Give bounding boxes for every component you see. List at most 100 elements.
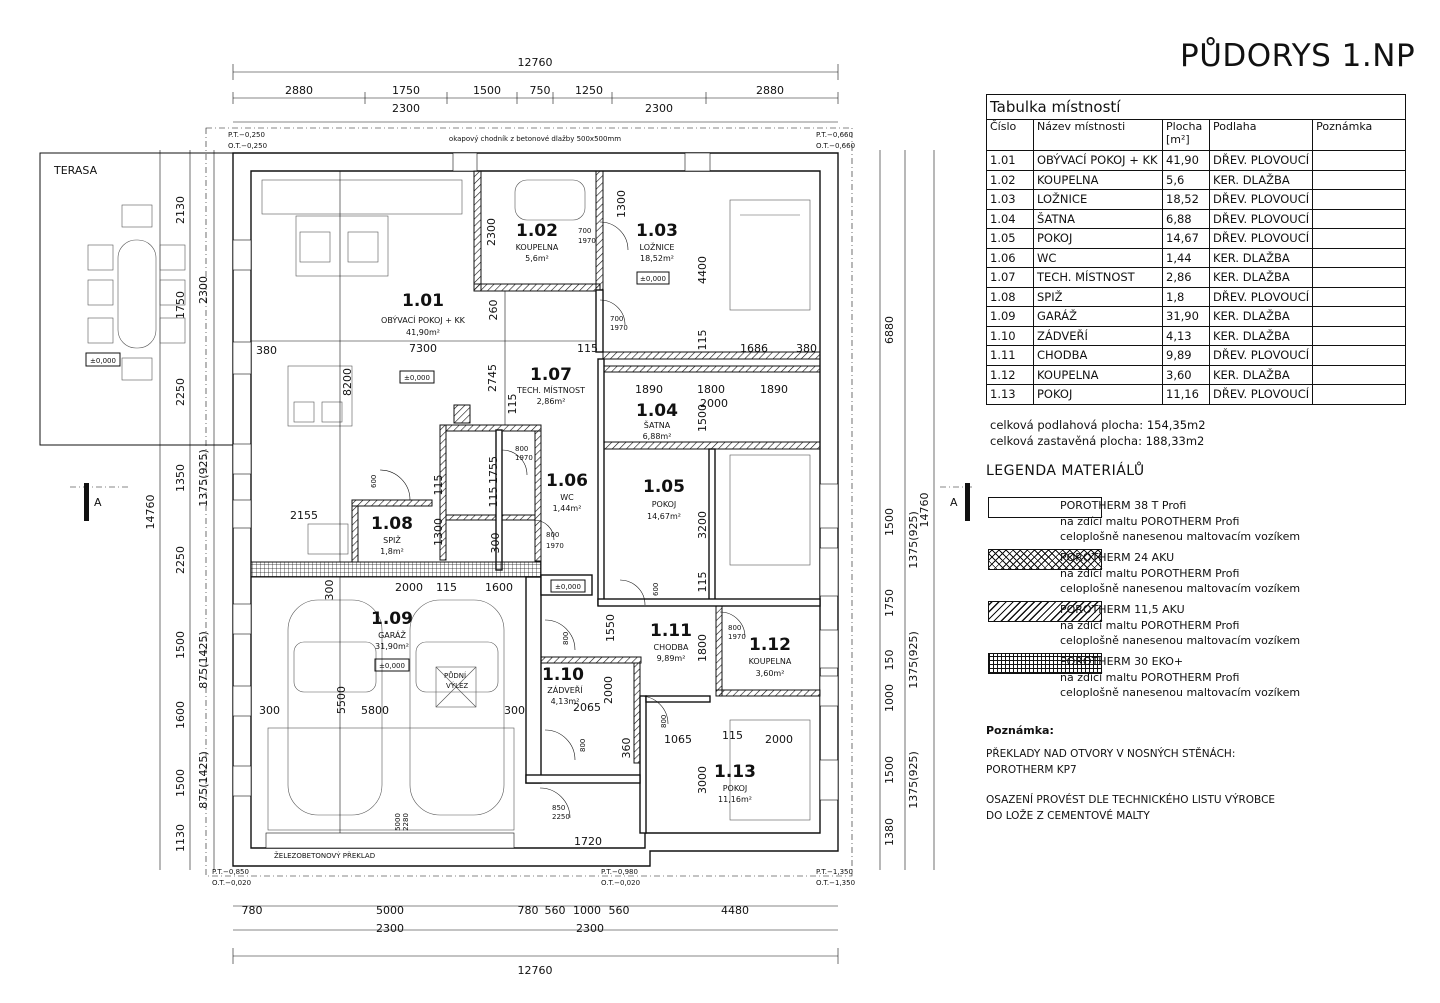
cell-floor: DŘEV. PLOVOUCÍ [1208,208,1314,229]
dim-right: 1500 [883,756,896,784]
svg-text:1550: 1550 [604,614,617,642]
notes-line: POROTHERM KP7 [986,764,1077,776]
legend-swatch-porotherm-38 [988,497,1102,518]
notes-heading: Poznámka: [986,724,1054,737]
room-number: 1.03 [636,221,678,241]
svg-text:1300: 1300 [615,190,628,218]
svg-text:115: 115 [436,581,457,594]
room-area: 6,88m² [643,432,672,441]
room-name: OBÝVACÍ POKOJ + KK [381,314,466,325]
cell-num: 1.09 [986,306,1034,327]
cell-name: KOUPELNA [1033,364,1163,385]
legend-swatch-porotherm-24 [988,549,1102,570]
svg-text:2745: 2745 [486,364,499,392]
cell-area: 5,6 [1162,169,1210,190]
room-area: 31,90m² [375,642,409,651]
room-area: 14,67m² [647,512,681,521]
svg-text:1970: 1970 [610,324,628,332]
room-name: SPIŽ [383,534,401,545]
room-area: 9,89m² [657,654,686,663]
room-name: WC [560,493,574,502]
dim-left: 2250 [174,546,187,574]
svg-text:360: 360 [620,738,633,759]
cell-name: ZÁDVEŘÍ [1033,325,1163,346]
svg-text:1800: 1800 [696,634,709,662]
top-dimensions: 12760 2880 1750 1500 750 1250 2880 2300 … [232,56,839,123]
cell-num: 1.06 [986,247,1034,268]
dim-bottom: 560 [609,904,630,917]
svg-text:1890: 1890 [635,383,663,396]
dim-top: 1500 [473,84,501,97]
svg-text:700: 700 [610,315,623,323]
pavement-note: okapový chodník z betonové dlažby 500x50… [449,135,621,143]
dim-top-total: 12760 [518,56,553,69]
svg-text:1686: 1686 [740,342,768,355]
svg-text:5500: 5500 [335,686,348,714]
cell-name: ŠATNA [1033,208,1163,229]
svg-text:5800: 5800 [361,704,389,717]
header-note: Poznámka [1312,119,1406,151]
svg-text:600: 600 [370,475,378,488]
right-dimensions: 6880 1500 1750 150 1000 1500 1380 1375(9… [879,150,935,870]
cell-num: 1.11 [986,345,1034,366]
cell-floor: DŘEV. PLOVOUCÍ [1208,345,1314,366]
svg-text:7300: 7300 [409,342,437,355]
cell-floor: DŘEV. PLOVOUCÍ [1208,228,1314,249]
cell-num: 1.07 [986,267,1034,288]
living-furniture [261,179,463,555]
attic-hatch-label: PŮDNÍ [444,671,466,680]
svg-text:P.T.−0,980: P.T.−0,980 [601,868,638,876]
room-area: 2,86m² [537,397,566,406]
svg-text:300: 300 [504,704,525,717]
svg-text:1890: 1890 [760,383,788,396]
dim-left: 1350 [174,464,187,492]
room-number: 1.09 [371,609,413,629]
left-dimensions: 14760 2130 1750 2250 1350 2250 1500 1600… [144,150,215,870]
dim-left: 2130 [174,196,187,224]
cell-name: CHODBA [1033,345,1163,366]
dim-top: 1250 [575,84,603,97]
dim-bottom: 1000 [573,904,601,917]
cell-floor: KER. DLAŽBA [1208,325,1314,346]
room-name: LOŽNICE [640,241,675,252]
pavement-outline [205,127,853,877]
svg-text:1755: 1755 [487,456,500,484]
svg-text:A: A [950,496,958,509]
legend-title: LEGENDA MATERIÁLŮ [986,463,1145,479]
svg-text:O.T.−0,020: O.T.−0,020 [601,879,640,887]
cell-num: 1.08 [986,286,1034,307]
cell-name: WC [1033,247,1163,268]
dim-top: 2880 [756,84,784,97]
room-name: GARÁŽ [378,629,406,640]
room-name: KOUPELNA [516,243,559,252]
room-number: 1.10 [542,665,584,685]
legend-item: POROTHERM 30 EKO+na zdící maltu POROTHER… [1060,655,1301,699]
room-table: Tabulka místností Číslo Název místnosti … [986,94,1406,405]
svg-text:115: 115 [722,729,743,742]
cell-name: LOŽNICE [1033,189,1163,210]
room-name: ZÁDVEŘÍ [547,684,583,695]
cell-floor: DŘEV. PLOVOUCÍ [1208,384,1314,405]
dim-right-total: 14760 [918,493,931,528]
cell-num: 1.10 [986,325,1034,346]
cell-num: 1.03 [986,189,1034,210]
dim-bottom: 560 [545,904,566,917]
svg-text:1970: 1970 [728,633,746,641]
svg-text:380: 380 [796,342,817,355]
cell-floor: KER. DLAŽBA [1208,267,1314,288]
svg-text:115: 115 [696,330,709,351]
svg-text:1500: 1500 [696,404,709,432]
cell-area: 9,89 [1162,345,1210,366]
cell-num: 1.02 [986,169,1034,190]
terrace-label: TERASA [53,164,98,177]
room-area: 1,8m² [380,547,404,556]
